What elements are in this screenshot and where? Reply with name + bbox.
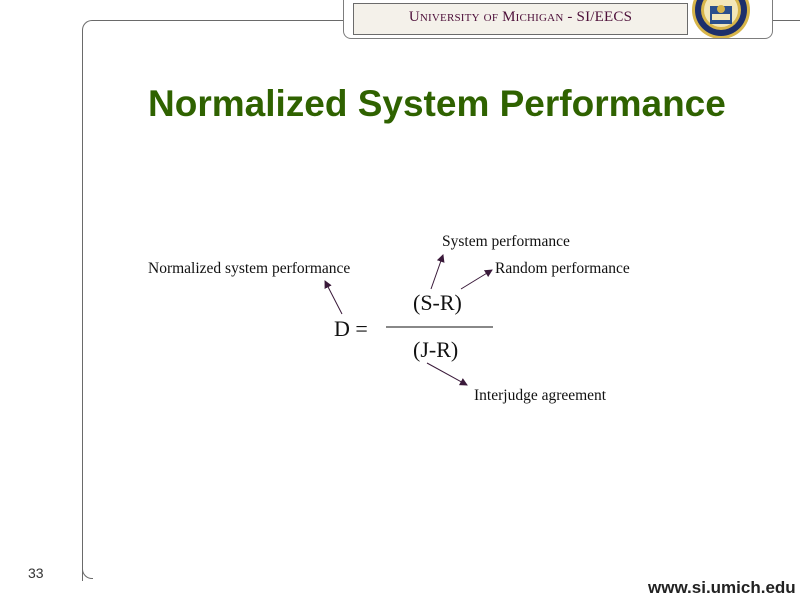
formula-denominator: (J-R) — [413, 337, 459, 362]
seal-graphic — [692, 0, 750, 38]
slide-title: Normalized System Performance — [148, 83, 726, 124]
system-performance-label: System performance — [442, 233, 570, 250]
random-performance-label: Random performance — [495, 260, 630, 277]
interjudge-agreement-label: Interjudge agreement — [474, 387, 607, 404]
header-banner-text: University of Michigan - SI/EECS — [408, 9, 633, 25]
formula-numerator: (S-R) — [413, 290, 462, 315]
university-seal-icon — [690, 0, 752, 38]
normalized-performance-label: Normalized system performance — [148, 260, 351, 277]
footer-website: www.si.umich.edu — [648, 578, 796, 597]
formula-lhs: D = — [334, 316, 368, 341]
header-banner — [353, 3, 688, 35]
slide-number: 33 — [28, 565, 44, 581]
